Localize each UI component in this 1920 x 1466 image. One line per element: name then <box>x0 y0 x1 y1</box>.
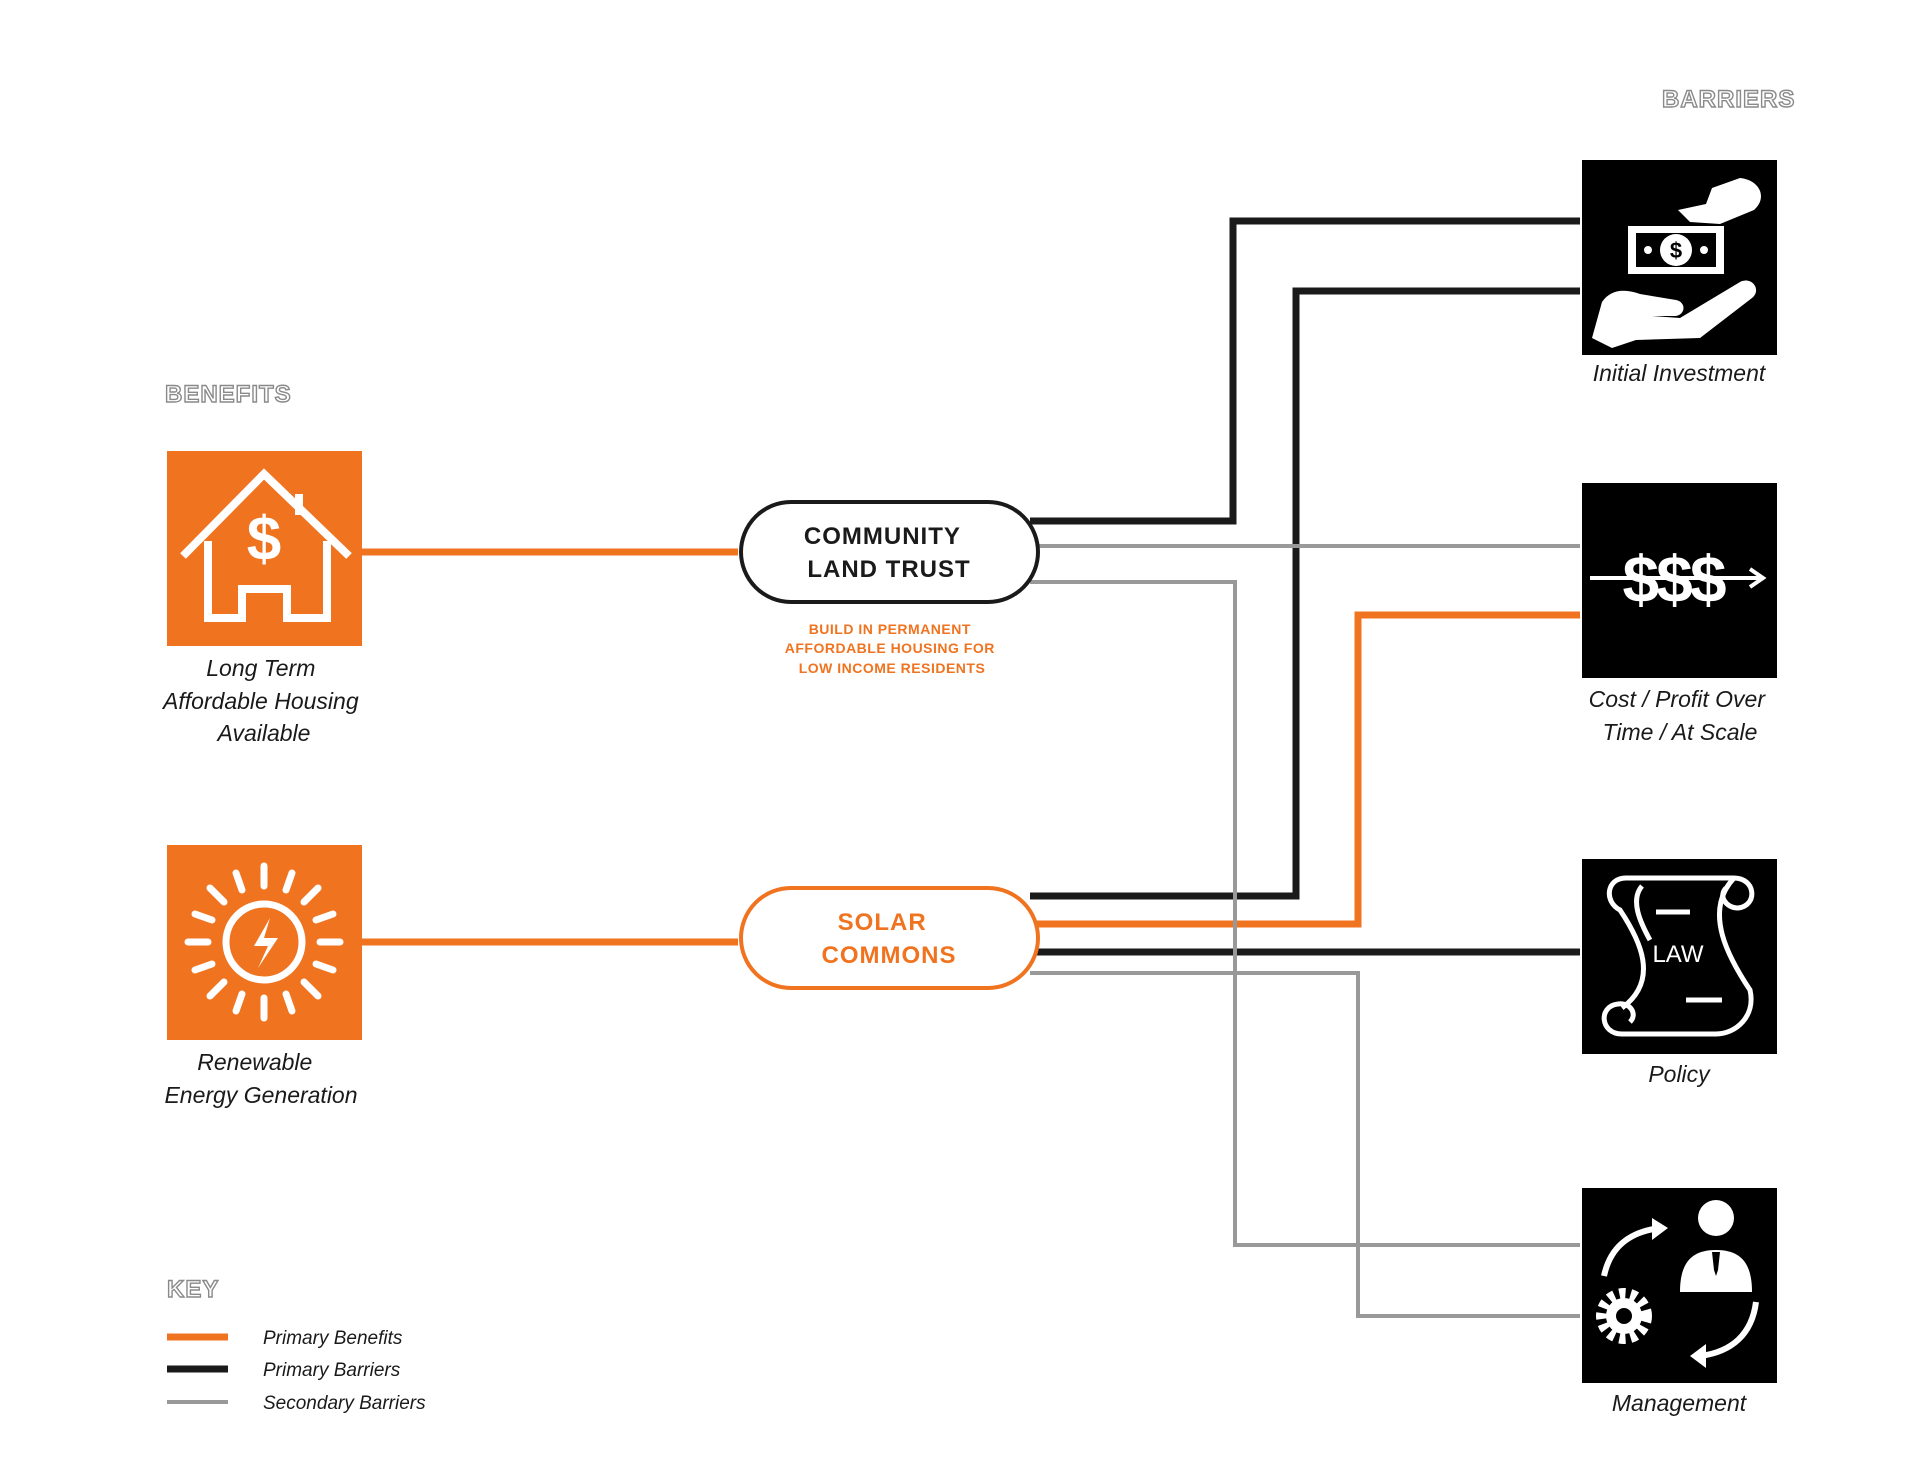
barrier-caption-line: Policy <box>1648 1061 1711 1087</box>
barrier-policy: LAW <box>1582 859 1777 1054</box>
barrier-cost-profit-caption: Cost / Profit Over Time / At Scale <box>1589 686 1772 745</box>
hub-clt-label-line: LAND TRUST <box>807 556 970 583</box>
benefit-energy-caption-line: Renewable <box>197 1049 312 1075</box>
svg-text:SOLAR COMMONS: SOLAR COMMONS <box>822 909 957 969</box>
benefit-housing-caption-line: Affordable Housing <box>161 688 359 714</box>
benefits-section-title: BENEFITS <box>165 381 292 408</box>
line-clt-to-management <box>1030 580 1580 1247</box>
line-solar-to-cost <box>1030 611 1580 928</box>
barriers-section-title: BARRIERS <box>1662 86 1795 113</box>
hub-clt-label-line: COMMUNITY <box>804 523 961 550</box>
svg-text:$: $ <box>247 505 281 574</box>
barrier-initial-investment-caption: Initial Investment <box>1593 360 1767 386</box>
benefit-energy-caption: Renewable Energy Generation <box>164 1049 357 1108</box>
barrier-management <box>1582 1188 1777 1383</box>
management-cycle-icon <box>1596 1200 1759 1368</box>
benefit-housing: $ <box>167 451 362 646</box>
benefit-housing-caption-line: Long Term <box>206 655 315 681</box>
hub-community-land-trust-note: BUILD IN PERMANENT AFFORDABLE HOUSING FO… <box>785 621 1000 676</box>
line-solar-to-investment <box>1030 287 1580 900</box>
hub-community-land-trust: COMMUNITY LAND TRUST <box>739 500 1040 604</box>
hub-clt-note-line: BUILD IN PERMANENT <box>809 621 971 637</box>
barrier-caption-line: Management <box>1612 1390 1748 1416</box>
hub-community-land-trust-pill <box>739 500 1040 604</box>
house-dollar-icon: $ <box>180 468 352 622</box>
line-solar-to-management <box>1030 971 1580 1318</box>
connector-lines <box>362 217 1580 1318</box>
sun-bolt-icon <box>184 862 344 1022</box>
dollar-arrow-icon: $$$ <box>1590 542 1767 616</box>
hub-solar-label-line: SOLAR <box>838 909 927 936</box>
barrier-cost-profit-tile <box>1582 483 1777 678</box>
hub-clt-note-line: AFFORDABLE HOUSING FOR <box>785 640 995 656</box>
svg-text:$: $ <box>1670 238 1682 263</box>
barrier-cost-profit: $$$ <box>1582 483 1777 678</box>
benefit-energy <box>167 845 362 1040</box>
barrier-caption-line: Time / At Scale <box>1603 719 1758 745</box>
legend-label-primary-barriers: Primary Barriers <box>263 1360 401 1381</box>
barrier-caption-line: Cost / Profit Over <box>1589 686 1767 712</box>
money-hands-icon: $ <box>1592 178 1762 348</box>
svg-text:COMMUNITY LAND TRUST: COMMUNITY LAND TRUST <box>804 523 971 583</box>
barrier-management-caption: Management <box>1612 1390 1748 1416</box>
barrier-policy-caption: Policy <box>1648 1061 1711 1087</box>
law-scroll-icon: LAW <box>1601 875 1755 1037</box>
hub-solar-commons: SOLAR COMMONS <box>739 886 1040 990</box>
law-scroll-icon-text: LAW <box>1652 941 1703 968</box>
legend-title: KEY <box>167 1276 219 1303</box>
benefit-housing-caption: Long Term Affordable Housing Available <box>161 655 365 746</box>
hub-solar-commons-pill <box>739 886 1040 990</box>
hub-clt-note-line: LOW INCOME RESIDENTS <box>799 660 986 676</box>
legend-label-primary-benefits: Primary Benefits <box>263 1328 403 1349</box>
hub-solar-label-line: COMMONS <box>822 942 957 969</box>
benefit-energy-caption-line: Energy Generation <box>164 1082 357 1108</box>
benefit-housing-caption-line: Available <box>216 720 311 746</box>
barrier-initial-investment: $ <box>1582 160 1777 355</box>
barrier-caption-line: Initial Investment <box>1593 360 1767 386</box>
legend-label-secondary-barriers: Secondary Barriers <box>263 1393 426 1414</box>
legend: KEY Primary Benefits Primary Barriers Se… <box>166 1275 426 1414</box>
line-clt-to-investment <box>1030 217 1580 525</box>
